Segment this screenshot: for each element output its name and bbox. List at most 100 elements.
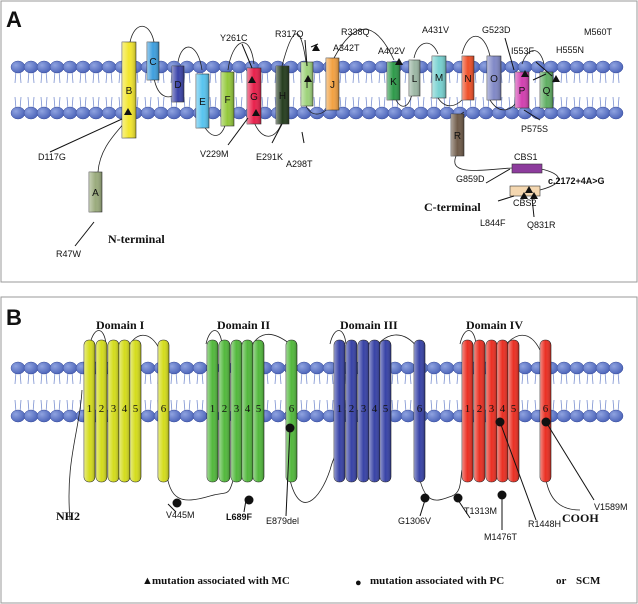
helix-number: 5 [383, 403, 389, 415]
helix-1-6: 6 [157, 339, 170, 483]
cbs2-label: CBS2 [513, 198, 537, 208]
dot-marker [172, 498, 182, 508]
mut-a342t: A342T [333, 43, 360, 53]
triangle-marker [124, 108, 132, 115]
helix-number: 1 [337, 403, 343, 415]
mut-l689f: L689F [226, 512, 253, 522]
legend-or-text: or [556, 575, 567, 587]
triangle-marker [304, 75, 312, 82]
mut-r1448h: R1448H [528, 519, 561, 529]
segment-label-r: R [454, 131, 461, 142]
segment-c: C [146, 41, 160, 81]
mut-r317q: R317Q [275, 29, 304, 39]
mut-i553f: I553F [511, 46, 535, 56]
segment-label-c: C [149, 57, 156, 68]
segment-label-n: N [464, 74, 471, 85]
segment-label-q: Q [543, 86, 551, 97]
helix-number: 5 [511, 403, 517, 415]
segment-k: K [386, 61, 401, 101]
helix-number: 6 [161, 403, 167, 415]
helix-number: 6 [417, 403, 423, 415]
segment-label-a: A [92, 188, 99, 199]
mut-g859d: G859D [456, 174, 485, 184]
helix-number: 6 [543, 403, 549, 415]
dot-marker [497, 490, 507, 500]
helix-number: 6 [289, 403, 295, 415]
helix-number: 5 [133, 403, 139, 415]
segment-l: L [408, 59, 421, 97]
segment-label-p: P [519, 86, 526, 97]
mut-v229m: V229M [200, 149, 229, 159]
segment-label-d: D [174, 80, 181, 91]
panel-a-pointers [49, 37, 553, 247]
triangle-marker [525, 186, 533, 193]
triangle-marker [530, 192, 538, 199]
mut-e291k: E291K [256, 152, 283, 162]
cbs1-box [511, 163, 543, 174]
helix-1-2: 2 [95, 339, 108, 483]
mut-e879del: E879del [266, 516, 299, 526]
segment-r: R [450, 113, 465, 157]
legend-pc-symbol: ● [355, 577, 362, 589]
mut-l844f: L844F [480, 218, 506, 228]
triangle-marker [521, 70, 529, 77]
mut-h555n: H555N [556, 45, 584, 55]
mut-c2172: c.2172+4A>G [548, 176, 605, 186]
mut-g1306v: G1306V [398, 516, 431, 526]
dot-marker [420, 493, 430, 503]
legend-pc-text: mutation associated with PC [370, 575, 504, 587]
helix-3-6: 6 [413, 339, 426, 483]
segment-label-e: E [199, 97, 206, 108]
helix-number: 1 [465, 403, 471, 415]
helix-4-6: 6 [539, 339, 552, 483]
triangle-marker [552, 75, 560, 82]
mut-r47w: R47W [56, 249, 82, 259]
segment-q: Q [539, 71, 554, 109]
legend: ▲ mutation associated with MC ● mutation… [142, 575, 601, 589]
helix-number: 3 [489, 403, 495, 415]
nh2-label: NH2 [56, 509, 80, 523]
helix-number: 3 [234, 403, 240, 415]
segment-label-k: K [390, 77, 397, 88]
mut-a431v: A431V [422, 25, 449, 35]
helix-4-4: 4 [496, 339, 509, 483]
n-terminal-label: N-terminal [108, 232, 165, 246]
mut-q831r: Q831R [527, 220, 556, 230]
legend-scm-text: SCM [576, 575, 601, 587]
mut-t1313m: T1313M [464, 506, 497, 516]
segment-n: N [461, 55, 475, 101]
helix-number: 2 [349, 403, 355, 415]
helix-3-4: 4 [368, 339, 381, 483]
cbs1-label: CBS1 [514, 152, 538, 162]
segment-h: H [275, 65, 290, 125]
segment-label-b: B [126, 86, 133, 97]
segment-label-m: M [435, 73, 443, 84]
panel-a-letter: A [6, 7, 22, 32]
mut-g523d: G523D [482, 25, 511, 35]
triangle-marker [312, 44, 320, 51]
helix-number: 5 [256, 403, 262, 415]
helix-2-1: 1 [206, 339, 219, 483]
triangle-marker [252, 109, 260, 116]
segment-label-g: G [250, 92, 258, 103]
segment-j: J [325, 57, 340, 111]
domain-4-label: Domain IV [466, 318, 523, 332]
helix-number: 2 [222, 403, 228, 415]
helix-number: 3 [361, 403, 367, 415]
segment-label-j: J [330, 80, 335, 91]
helix-3-1: 1 [333, 339, 346, 483]
triangle-marker [248, 76, 256, 83]
c-terminal-label: C-terminal [424, 200, 481, 214]
helix-number: 3 [111, 403, 117, 415]
panel-a-loops [97, 25, 559, 191]
segment-label-h: H [279, 91, 286, 102]
helix-2-4: 4 [241, 339, 254, 483]
legend-mc-text: mutation associated with MC [152, 575, 290, 587]
